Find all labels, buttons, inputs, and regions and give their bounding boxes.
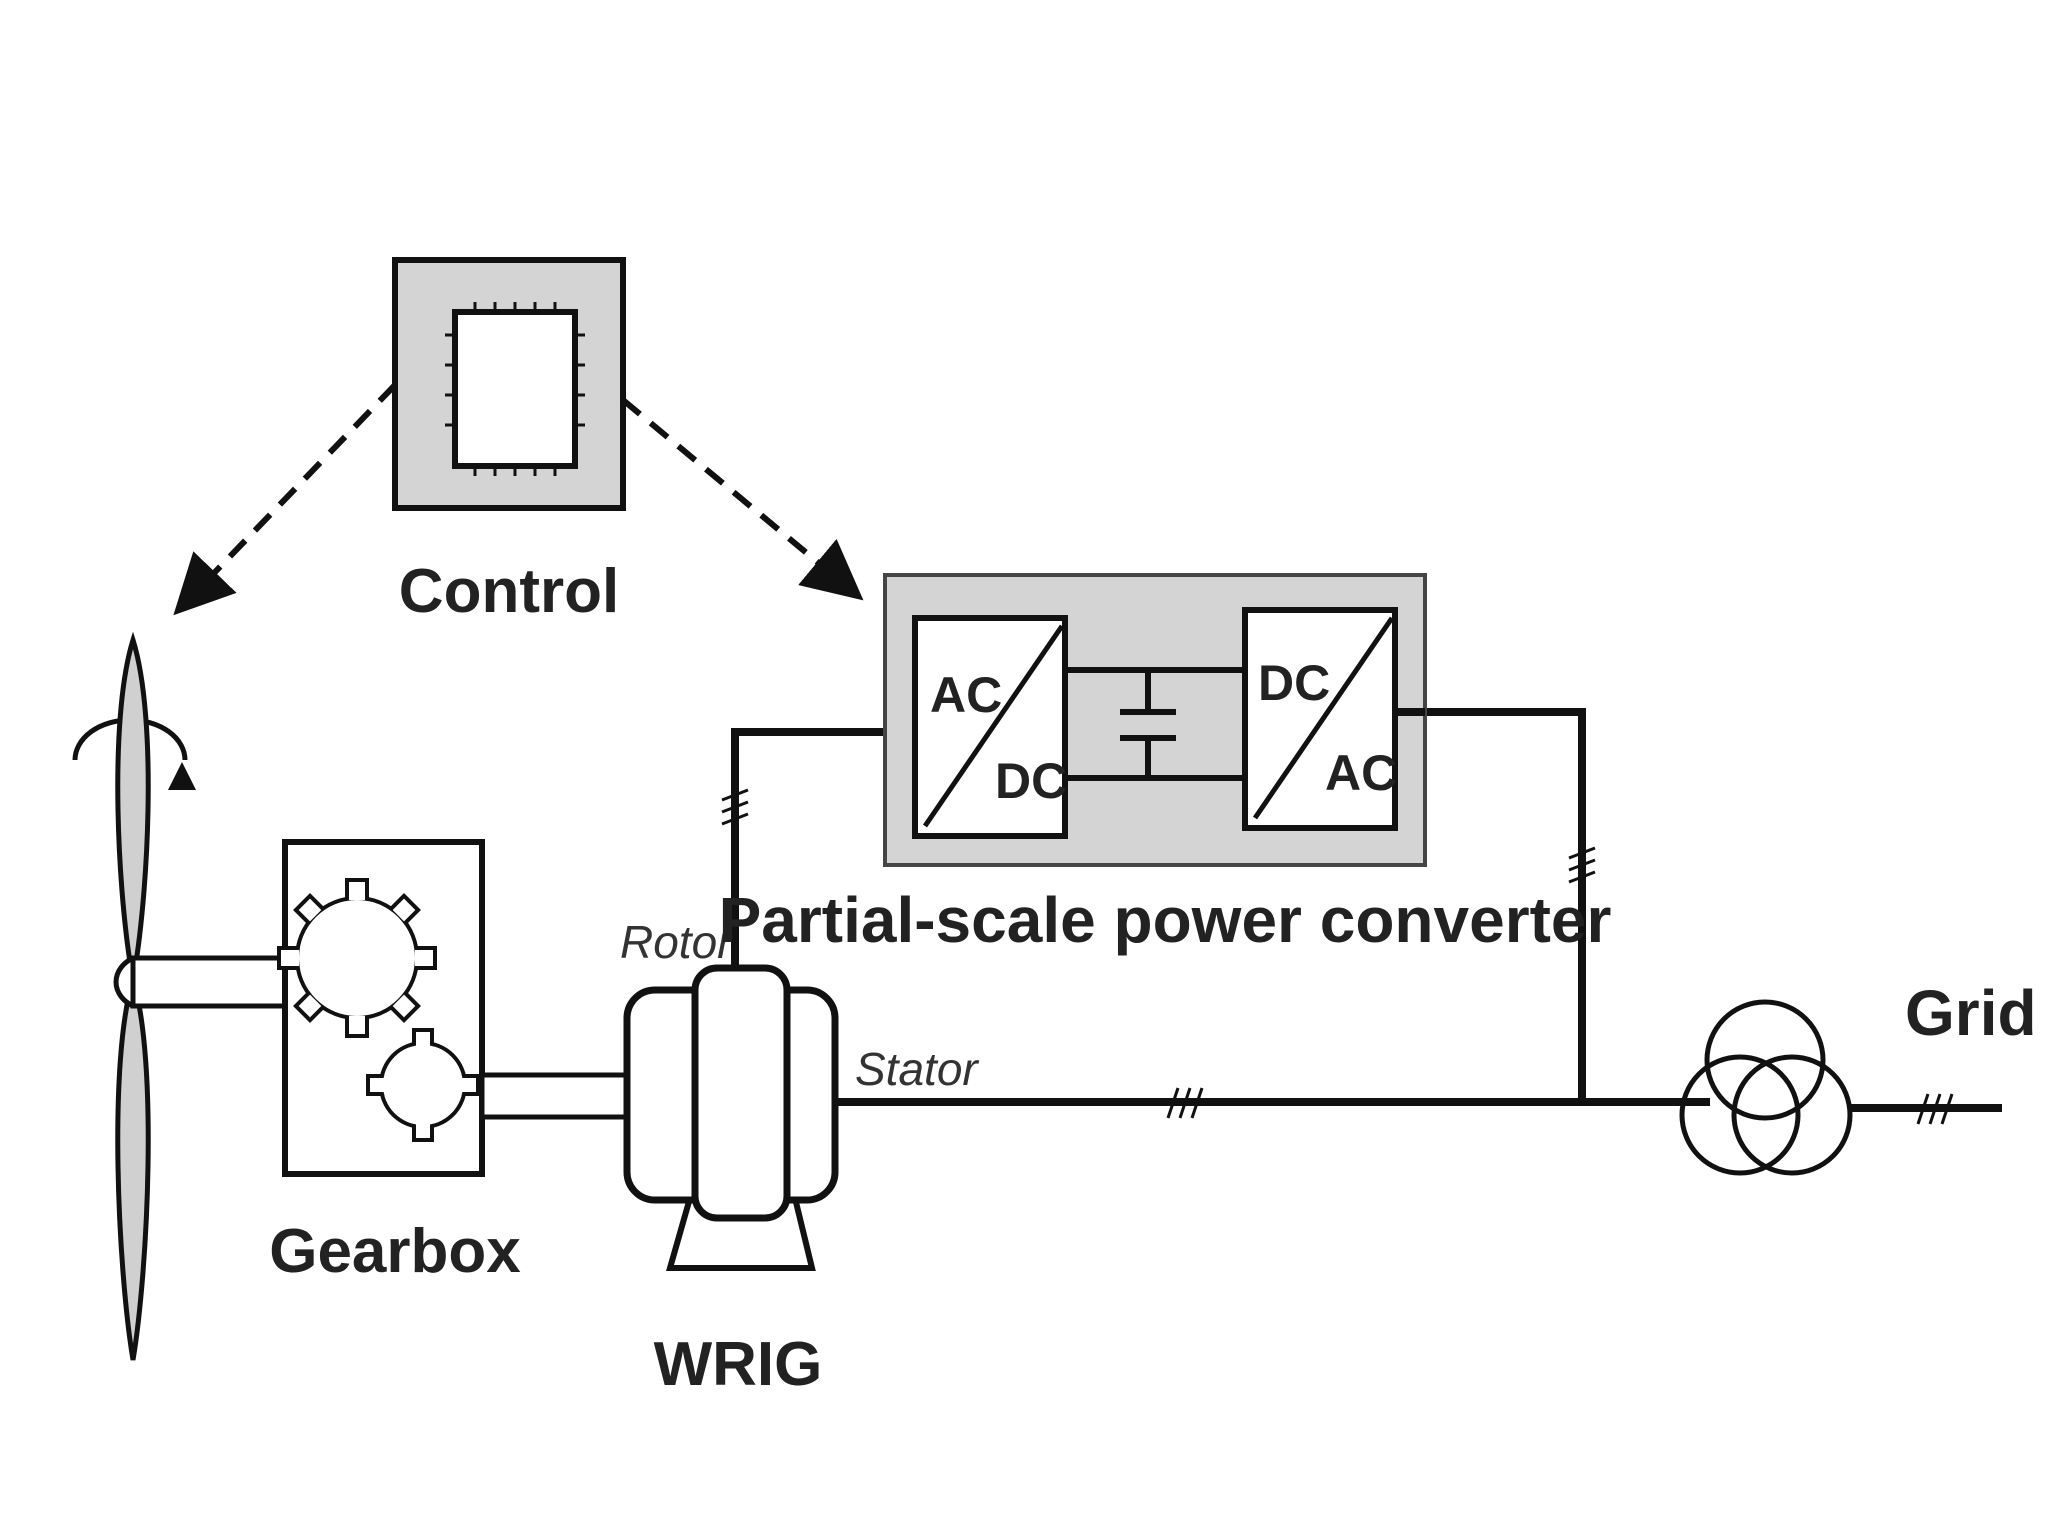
control-block: Control: [392, 257, 626, 626]
hub-icon: [113, 955, 135, 1009]
grid-label: Grid: [1905, 977, 2037, 1049]
blade-upper-icon: [115, 631, 151, 981]
inverter-block: DC AC: [1242, 607, 1398, 831]
rotor-label: Rotor: [620, 916, 734, 968]
large-gear-icon: [277, 878, 437, 1038]
stator-label: Stator: [855, 1043, 979, 1095]
converter-grid-line: [1408, 708, 1586, 1102]
rectifier-ac-label: AC: [930, 667, 1002, 723]
wrig-generator: WRIG Rotor Stator: [620, 916, 979, 1399]
microchip-icon: [452, 309, 578, 469]
rotor-feed-line: [731, 728, 918, 968]
generator-rotor-icon: [691, 964, 791, 1222]
partial-scale-converter: AC DC DC AC Partial-scale power converte…: [719, 573, 1612, 956]
wrig-label: WRIG: [654, 1330, 823, 1399]
control-arrow-to-converter: [621, 397, 864, 601]
chip-pins: [445, 302, 585, 476]
converter-label: Partial-scale power converter: [719, 884, 1612, 956]
control-label: Control: [399, 557, 619, 626]
small-gear-icon: [366, 1028, 480, 1142]
control-arrow-to-turbine: [173, 382, 398, 616]
power-wiring: [731, 708, 2002, 1112]
rectifier-block: AC DC: [912, 615, 1068, 839]
inverter-ac-label: AC: [1325, 745, 1397, 801]
rotation-arrowhead-icon: [168, 762, 196, 790]
blade-lower-icon: [115, 971, 151, 1361]
high-speed-shaft: [479, 1072, 630, 1120]
dc-link: [1065, 667, 1245, 781]
wind-turbine: [72, 631, 288, 1361]
transformer-icon: [1679, 999, 1853, 1176]
gearbox: Gearbox: [269, 839, 521, 1286]
inverter-dc-label: DC: [1258, 655, 1330, 711]
gearbox-label: Gearbox: [269, 1217, 521, 1286]
three-phase-marks: [721, 788, 1954, 1125]
rectifier-dc-label: DC: [995, 753, 1067, 809]
low-speed-shaft: [130, 955, 288, 1009]
